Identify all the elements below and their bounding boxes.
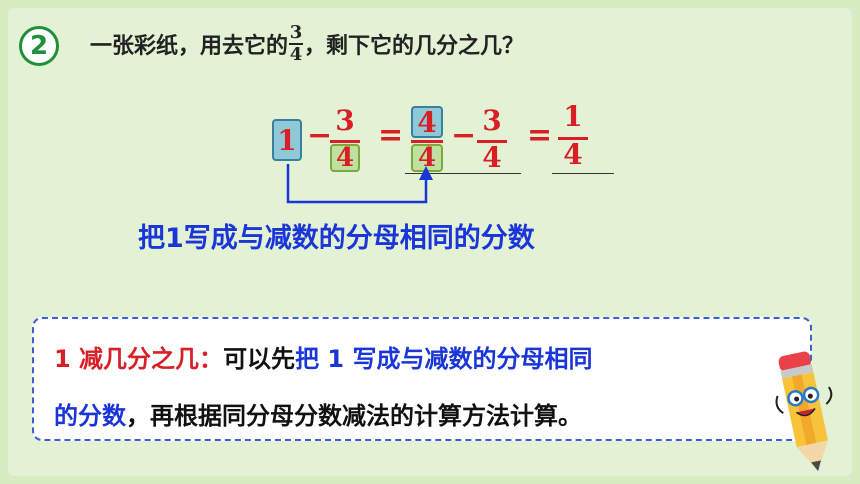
pencil-mascot-icon: [775, 351, 833, 472]
fraction3-denominator: 4: [482, 141, 502, 174]
equals-sign-2: =: [527, 118, 553, 153]
note-text: 把1写成与减数的分母相同的分数: [138, 223, 535, 254]
minus-sign-2: −: [451, 118, 477, 153]
arrow-connector: [286, 164, 433, 204]
fraction1-numerator: 3: [335, 104, 355, 137]
fraction4-bar: [558, 137, 588, 140]
summary-box: 1 减几分之几：可以先把 1 写成与减数的分母相同 的分数，再根据同分母分数减法…: [32, 317, 812, 441]
arrow-head-icon: [419, 166, 433, 180]
question-after: ，剩下它的几分之几？: [304, 34, 525, 59]
question-fraction-bar: [289, 43, 304, 45]
one-box: 1: [272, 119, 302, 161]
minus-sign-1: −: [307, 118, 333, 153]
fraction1-denominator: 4: [330, 143, 360, 173]
fraction2-numerator: 4: [411, 106, 443, 139]
question-fraction: 3 4: [289, 22, 304, 65]
answer-underline-2: [552, 173, 614, 174]
question-fraction-numerator: 3: [289, 22, 303, 43]
question-before: 一张彩纸，用去它的: [90, 34, 289, 59]
equals-sign-1: =: [378, 118, 404, 153]
summary-text-1: 可以先: [223, 345, 296, 373]
summary-highlight-1: 把 1 写成与减数的分母相同: [295, 345, 593, 373]
summary-line-1: 1 减几分之几：可以先把 1 写成与减数的分母相同: [54, 339, 592, 374]
question-number-badge: 2: [19, 26, 59, 66]
answer-underline-1: [405, 173, 521, 174]
fraction2-bar: [411, 140, 443, 143]
summary-line-2: 的分数，再根据同分母分数减法的计算方法计算。: [54, 396, 582, 431]
summary-title: 1 减几分之几：: [54, 345, 224, 373]
fraction4-denominator: 4: [563, 138, 583, 171]
fraction4-numerator: 1: [563, 100, 583, 133]
summary-text-2: ，再根据同分母分数减法的计算方法计算。: [126, 402, 582, 430]
summary-highlight-2: 的分数: [54, 402, 126, 430]
question-text: 一张彩纸，用去它的 3 4 ，剩下它的几分之几？: [90, 20, 524, 68]
fraction1-bar: [330, 140, 360, 143]
arrow-line: [286, 164, 428, 204]
fraction3-bar: [477, 140, 507, 143]
question-fraction-denominator: 4: [289, 44, 303, 65]
fraction3-numerator: 3: [482, 104, 502, 137]
